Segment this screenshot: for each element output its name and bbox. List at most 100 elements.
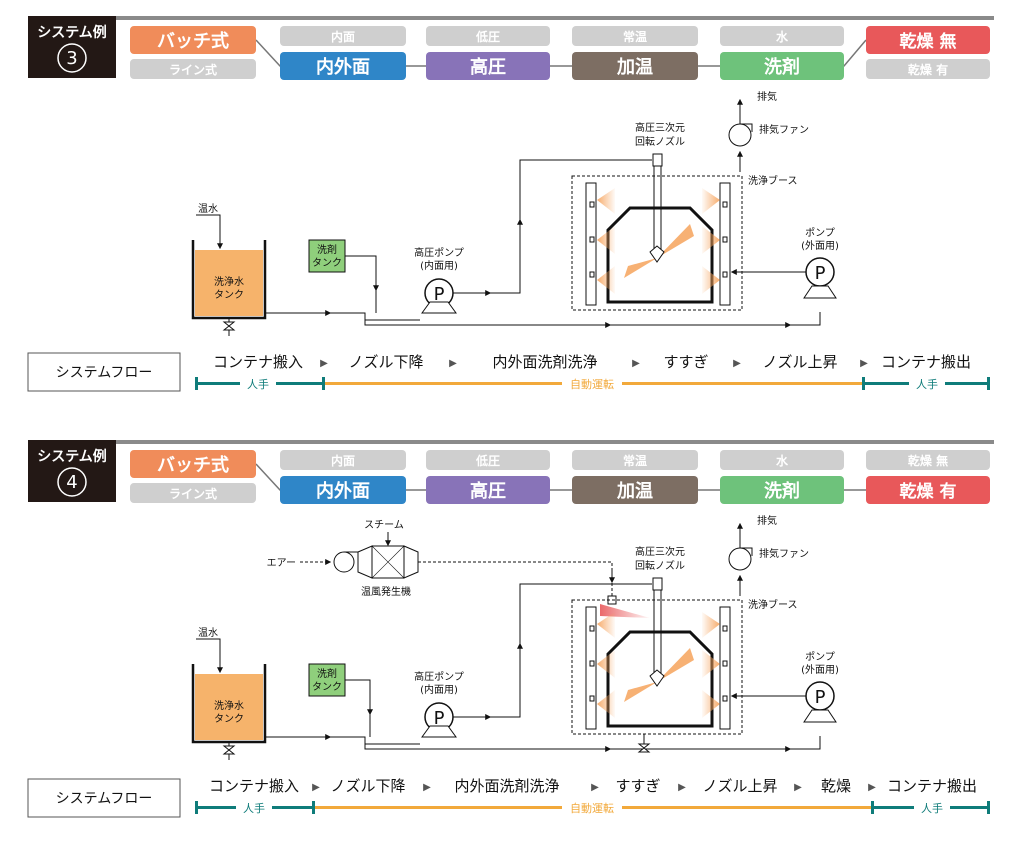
option-inner (280, 450, 406, 470)
flow-label-box (27, 778, 181, 818)
svg-text:低圧: 低圧 (475, 453, 500, 468)
svg-text:高圧: 高圧 (470, 56, 506, 78)
option-heating (572, 52, 698, 80)
label-pump-symbol: P (815, 263, 826, 284)
option-water (720, 450, 844, 470)
option-batch (130, 26, 256, 54)
option-room-temp (572, 450, 698, 470)
label-pump-2: (外面用) (801, 240, 839, 252)
flow-step: ノズル上昇 (762, 353, 837, 371)
svg-text:常温: 常温 (623, 29, 647, 44)
timeline-manual: 人手 (916, 377, 938, 391)
label-exhaust: 排気 (757, 514, 777, 527)
svg-text:高圧: 高圧 (470, 480, 506, 502)
air-blower (333, 551, 355, 573)
label-nozzle-2: 回転ノズル (635, 135, 685, 148)
flow-step: 内外面洗剤洗浄 (492, 353, 597, 371)
flow-step: コンテナ搬入 (209, 777, 299, 795)
flow-step: 乾燥 (821, 777, 851, 795)
label-exhaust-fan: 排気ファン (759, 123, 809, 136)
timeline-manual: 人手 (921, 801, 943, 815)
flow-arrow: ▶ (591, 782, 599, 793)
timeline-4: 人手 自動運転 人手 (195, 801, 990, 815)
label-booth: 洗浄ブース (748, 174, 798, 187)
label-pump-1: ポンプ (805, 651, 835, 663)
svg-text:低圧: 低圧 (475, 29, 500, 44)
svg-text:内面: 内面 (331, 453, 355, 468)
timeline-3: 人手 自動運転 人手 (195, 377, 990, 391)
system-number: 4 (66, 472, 77, 493)
label-det-tank-2: タンク (312, 681, 342, 693)
flow-step: ノズル下降 (348, 353, 423, 371)
label-pump-2: (外面用) (801, 664, 839, 676)
svg-text:ライン式: ライン式 (169, 486, 217, 501)
label-heater: 温風発生機 (361, 585, 411, 598)
svg-text:内外面: 内外面 (316, 480, 370, 502)
option-batch (130, 450, 256, 478)
label-warm-water: 温水 (198, 203, 218, 215)
exhaust-fan (728, 547, 752, 571)
svg-text:洗剤: 洗剤 (764, 480, 800, 502)
label-booth: 洗浄ブース (748, 598, 798, 611)
svg-text:内外面: 内外面 (316, 56, 370, 78)
option-low-pressure (426, 26, 550, 46)
timeline-auto: 自動運転 (570, 377, 614, 391)
exhaust-fan (728, 123, 752, 147)
label-hp-pump-symbol: P (434, 708, 445, 729)
option-batch-label: バッチ式 (157, 30, 229, 52)
system-tag-box (28, 440, 116, 502)
flow-step: 内外面洗剤洗浄 (454, 777, 559, 795)
detergent-tank (308, 663, 346, 697)
flow-label: システムフロー (56, 365, 153, 381)
system-number: 3 (66, 48, 77, 69)
label-hp-pump-symbol: P (434, 284, 445, 305)
flow-step: すすぎ (615, 777, 660, 795)
label-steam: スチーム (364, 519, 404, 531)
flow-arrow: ▶ (678, 782, 686, 793)
label-exhaust: 排気 (757, 90, 777, 103)
flow-arrow: ▶ (632, 358, 640, 369)
svg-text:加温: 加温 (616, 481, 653, 502)
flow-arrow: ▶ (733, 358, 741, 369)
option-line (130, 483, 256, 503)
label-tank-1: 洗浄水 (214, 699, 244, 712)
option-high-pressure (426, 52, 550, 80)
flow-arrow: ▶ (868, 782, 876, 793)
svg-text:内面: 内面 (331, 29, 355, 44)
option-inner-outer (280, 52, 406, 80)
timeline-manual: 人手 (247, 377, 269, 391)
label-air: エアー (267, 558, 296, 569)
option-low-pressure (426, 450, 550, 470)
label-nozzle-1: 高圧三次元 (635, 545, 685, 558)
label-warm-water: 温水 (198, 627, 218, 639)
svg-text:乾燥 有: 乾燥 有 (900, 481, 957, 502)
svg-text:洗剤: 洗剤 (764, 56, 800, 78)
label-nozzle-1: 高圧三次元 (635, 121, 685, 134)
svg-text:常温: 常温 (623, 453, 647, 468)
option-water (720, 26, 844, 46)
flow-step: コンテナ搬入 (213, 353, 303, 371)
flow-step: ノズル下降 (330, 777, 405, 795)
option-dry-none (866, 450, 990, 470)
option-inner (280, 26, 406, 46)
flow-arrow: ▶ (423, 782, 431, 793)
option-dry-yes (866, 59, 990, 79)
label-exhaust-fan: 排気ファン (759, 547, 809, 560)
detergent-tank (308, 239, 346, 273)
label-hp-pump-1: 高圧ポンプ (414, 246, 464, 259)
system-tag: システム例 (37, 24, 107, 41)
option-line (130, 59, 256, 79)
schematic-4 (191, 522, 837, 760)
option-dry-none (866, 26, 990, 54)
option-inner-outer (280, 476, 406, 504)
svg-text:水: 水 (776, 29, 789, 44)
label-nozzle-2: 回転ノズル (635, 559, 685, 572)
flow-arrow: ▶ (794, 782, 802, 793)
label-tank-2: タンク (214, 289, 244, 301)
system-tag-box (28, 16, 116, 78)
label-det-tank-2: タンク (312, 257, 342, 269)
svg-text:乾燥 無: 乾燥 無 (908, 453, 948, 468)
system-tag: システム例 (37, 448, 107, 465)
flow-label-box (27, 352, 181, 392)
